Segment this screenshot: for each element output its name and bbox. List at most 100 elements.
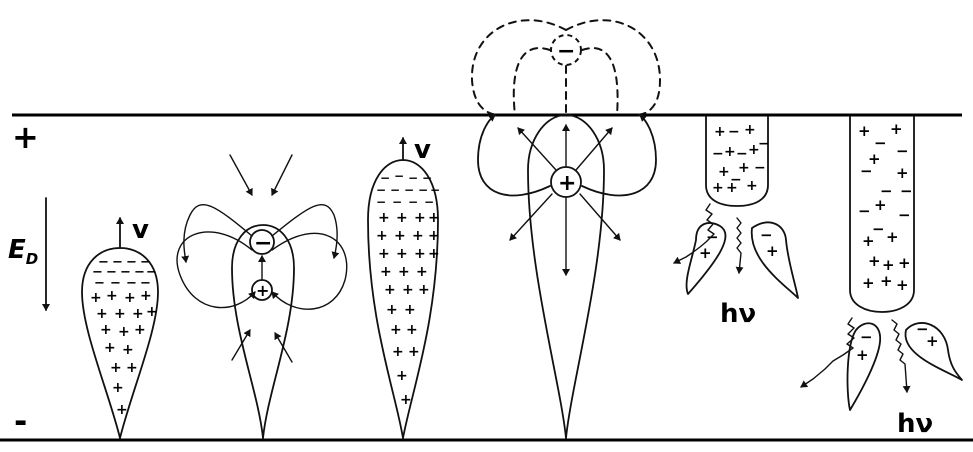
positive-charge: +	[96, 306, 108, 322]
positive-charge: +	[100, 322, 112, 338]
positive-charge: +	[868, 252, 881, 270]
negative-charge: −	[712, 146, 724, 162]
negative-charge: −	[736, 146, 748, 162]
positive-charge: +	[744, 122, 756, 138]
negative-charge: −	[94, 276, 105, 291]
positive-charge: +	[886, 228, 899, 246]
positive-charge: +	[406, 322, 418, 338]
positive-charge: +	[416, 264, 428, 280]
streamer-stage-4: + −	[472, 20, 660, 438]
positive-charge: +	[396, 210, 408, 226]
negative-charge: −	[898, 206, 911, 224]
velocity-label-3: v	[414, 135, 431, 165]
negative-charge: −	[376, 195, 386, 209]
positive-charge: +	[112, 380, 124, 396]
positive-charge: +	[890, 120, 903, 138]
streamer-stage-6: +++++++++++++−−−−−−−− − + − + hν	[801, 117, 962, 439]
svg-text:+: +	[926, 332, 939, 350]
svg-text:−: −	[254, 231, 272, 256]
negative-charge: −	[880, 182, 893, 200]
svg-text:+: +	[766, 242, 779, 260]
positive-charge: +	[414, 246, 426, 262]
field-indicator: ED	[8, 198, 46, 310]
negative-charge: −	[900, 182, 913, 200]
positive-charge: +	[880, 272, 893, 290]
positive-charge: +	[146, 304, 158, 320]
positive-charge: +	[724, 144, 736, 160]
positive-charge: +	[392, 344, 404, 360]
svg-text:−: −	[860, 328, 873, 346]
positive-charge: +	[118, 324, 130, 340]
svg-text:−: −	[557, 39, 575, 64]
positive-charge: +	[110, 360, 122, 376]
negative-charge: −	[394, 169, 404, 183]
negative-charge: −	[730, 172, 742, 188]
positive-charge: +	[402, 282, 414, 298]
positive-charge: +	[396, 246, 408, 262]
positive-charge: +	[428, 228, 440, 244]
streamer-stage-1: v −−−−−−−−−−−−−+++++++++++++++++	[82, 215, 158, 438]
positive-charge: +	[114, 306, 126, 322]
negative-charge: −	[858, 202, 871, 220]
positive-charge: +	[428, 246, 440, 262]
streamer-stage-3: v −−−−−−−−−−−−−+++++++++++++++++++++++++…	[368, 135, 440, 438]
positive-charge: +	[714, 124, 726, 140]
negative-charge: −	[126, 276, 137, 291]
negative-charge: −	[424, 195, 434, 209]
negative-charge: −	[860, 162, 873, 180]
positive-charge: +	[718, 164, 730, 180]
positive-charge: +	[122, 342, 134, 358]
positive-charge: +	[140, 288, 152, 304]
positive-charge: +	[390, 322, 402, 338]
positive-charge: +	[896, 276, 909, 294]
svg-text:+: +	[856, 346, 869, 364]
negative-charge: −	[896, 142, 909, 160]
positive-charge: +	[116, 402, 128, 418]
positive-charge: +	[90, 290, 102, 306]
positive-charge: +	[746, 178, 758, 194]
photon-label-6: hν	[897, 409, 933, 439]
positive-charge: +	[408, 344, 420, 360]
positive-charge: +	[380, 264, 392, 280]
anode-sign: +	[12, 118, 39, 156]
positive-charge: +	[106, 288, 118, 304]
svg-text:+: +	[256, 281, 269, 300]
positive-charge: +	[398, 264, 410, 280]
negative-charge: −	[874, 134, 887, 152]
positive-charge: +	[124, 290, 136, 306]
positive-charge: +	[376, 228, 388, 244]
negative-charge: −	[408, 195, 418, 209]
positive-charge: +	[712, 180, 724, 196]
positive-charge: +	[858, 122, 871, 140]
positive-charge: +	[394, 228, 406, 244]
field-label: ED	[8, 235, 38, 268]
positive-charge: +	[132, 306, 144, 322]
positive-charge: +	[104, 340, 116, 356]
negative-charge: −	[754, 160, 766, 176]
velocity-label-1: v	[132, 215, 149, 245]
positive-charge: +	[898, 254, 911, 272]
streamer-stage-5: +++++++++−−−−−− − + − + hν	[674, 117, 798, 329]
positive-charge: +	[378, 210, 390, 226]
positive-charge: +	[400, 392, 412, 408]
svg-text:+: +	[558, 171, 576, 196]
cathode-sign: -	[14, 402, 27, 440]
positive-charge: +	[386, 302, 398, 318]
positive-charge: +	[126, 360, 138, 376]
positive-charge: +	[412, 228, 424, 244]
positive-charge: +	[428, 210, 440, 226]
negative-charge: −	[872, 220, 885, 238]
negative-charge: −	[392, 195, 402, 209]
positive-charge: +	[378, 246, 390, 262]
positive-charge: +	[896, 164, 909, 182]
photon-label-5: hν	[720, 299, 756, 329]
positive-charge: +	[414, 210, 426, 226]
negative-charge: −	[728, 124, 740, 140]
positive-charge: +	[862, 274, 875, 292]
positive-charge: +	[384, 282, 396, 298]
positive-charge: +	[396, 368, 408, 384]
positive-charge: +	[404, 302, 416, 318]
positive-charge: +	[134, 322, 146, 338]
streamer-stage-2: − +	[177, 155, 347, 438]
